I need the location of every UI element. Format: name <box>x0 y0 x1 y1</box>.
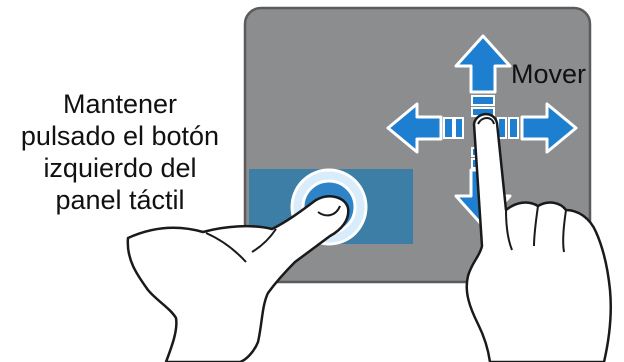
caption-line-1: Mantener <box>62 89 178 119</box>
gesture-label: Mover <box>511 59 586 89</box>
hand-dragging-icon <box>465 112 612 362</box>
hand-pressing-icon <box>126 195 350 362</box>
instruction-caption: Mantener pulsado el botón izquierdo del … <box>4 88 236 216</box>
caption-line-3: izquierdo del <box>43 153 197 183</box>
caption-line-2: pulsado el botón <box>20 121 220 151</box>
caption-line-4: panel táctil <box>55 185 185 215</box>
